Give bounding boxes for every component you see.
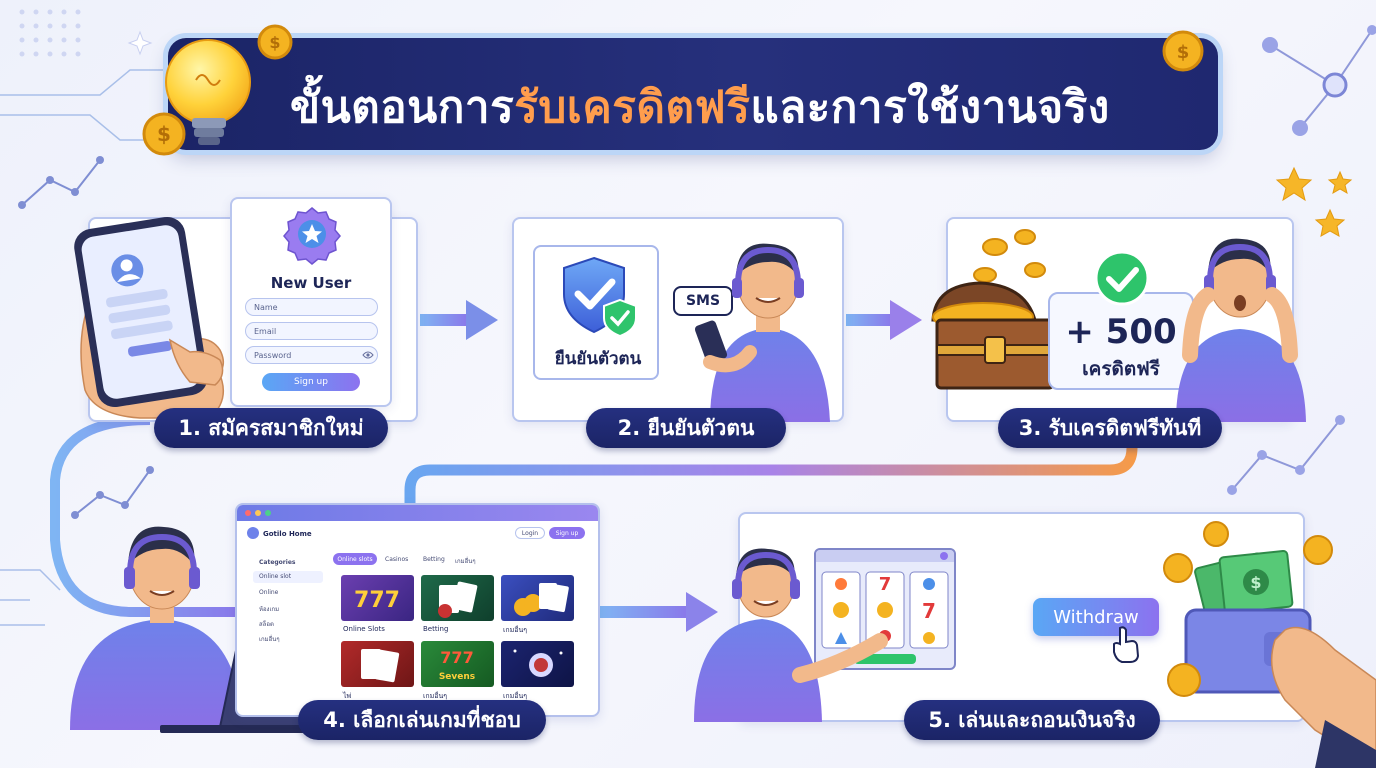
minimize-dot[interactable] xyxy=(255,510,261,516)
hand-cursor-icon xyxy=(1113,626,1140,663)
sidebar-item[interactable]: ห้องเกม xyxy=(259,606,280,613)
close-dot[interactable] xyxy=(245,510,251,516)
step1-label: 1. สมัครสมาชิกใหม่ xyxy=(154,408,388,448)
shield-check-icon xyxy=(563,256,637,338)
maximize-dot[interactable] xyxy=(265,510,271,516)
website-browser: Gotilo Home Login Sign up Categories Onl… xyxy=(235,503,600,717)
sidebar-item[interactable]: สล็อต xyxy=(259,621,274,628)
hand-holding-wallet xyxy=(1270,626,1376,768)
curve-step1-loop xyxy=(50,415,240,617)
credit-label: เครดิตฟรี xyxy=(1082,358,1160,380)
title-suffix: และการใช้งานจริง xyxy=(750,82,1110,133)
title-prefix: ขั้นตอนการ xyxy=(290,82,515,133)
site-signup-button[interactable]: Sign up xyxy=(549,527,585,539)
sms-bubble: SMS xyxy=(673,286,733,316)
site-logo-icon xyxy=(247,527,259,539)
tab-online-slots[interactable]: Online slots xyxy=(333,553,377,565)
svg-text:777: 777 xyxy=(354,588,400,613)
password-field[interactable]: Password xyxy=(245,346,378,364)
game-thumb-slots[interactable]: 777 xyxy=(341,575,414,621)
tab-other[interactable]: เกมอื่นๆ xyxy=(455,558,476,565)
game-thumb-betting[interactable] xyxy=(421,575,494,621)
trend-line-left xyxy=(21,159,151,516)
phone-screen-content xyxy=(106,254,173,357)
step4-label: 4. เลือกเล่นเกมที่ชอบ xyxy=(298,700,546,740)
title-banner xyxy=(168,38,1218,150)
game-label: เกมอื่นๆ xyxy=(503,692,527,700)
coin-icon: $ xyxy=(1162,30,1204,72)
game-thumb-sevens-title: Sevens xyxy=(439,672,475,682)
sidebar-item[interactable]: Online slot xyxy=(253,571,323,583)
sidebar-heading: Categories xyxy=(259,559,296,566)
slot-reels: 7 7 xyxy=(821,571,949,664)
sidebar-item[interactable]: Online xyxy=(259,589,279,596)
circuit-lines-left xyxy=(0,69,165,626)
coin-icon: $ xyxy=(257,24,293,60)
tab-casinos[interactable]: Casinos xyxy=(385,556,409,563)
dot-grid xyxy=(19,9,81,57)
eye-icon[interactable] xyxy=(362,350,374,360)
signup-button[interactable]: Sign up xyxy=(262,373,360,391)
step5-label: 5. เล่นและถอนเงินจริง xyxy=(904,700,1160,740)
step2-label: 2. ยืนยันตัวตน xyxy=(586,408,786,448)
arrow-step1-to-step2 xyxy=(420,300,498,340)
game-label: Betting xyxy=(423,625,449,633)
game-label: เกมอื่นๆ xyxy=(503,626,527,634)
treasure-chest-icon xyxy=(931,229,1055,390)
excited-person xyxy=(1176,238,1306,422)
curve-step3-to-step4 xyxy=(404,442,1138,511)
tab-betting[interactable]: Betting xyxy=(423,556,445,563)
game-thumb-cards[interactable] xyxy=(341,641,414,687)
game-thumb-other[interactable] xyxy=(501,575,574,621)
step3-label: 3. รับเครดิตฟรีทันที xyxy=(998,408,1222,448)
title-highlight: รับเครดิตฟรี xyxy=(514,82,751,133)
svg-text:$: $ xyxy=(1250,573,1261,592)
verify-shield-text: ยืนยันตัวตน xyxy=(554,349,642,369)
person-with-headphones xyxy=(694,243,830,422)
coin-icon: $ xyxy=(142,112,186,156)
pointing-finger xyxy=(168,338,224,386)
withdraw-button[interactable]: Withdraw xyxy=(1033,598,1159,636)
page-title: ขั้นตอนการรับเครดิตฟรีและการใช้งานจริง xyxy=(290,72,1190,142)
name-field[interactable]: Name xyxy=(245,298,378,316)
site-logo: Gotilo Home xyxy=(263,530,312,538)
svg-text:777: 777 xyxy=(440,648,473,667)
email-field[interactable]: Email xyxy=(245,322,378,340)
game-label: ไพ่ xyxy=(343,692,352,700)
person-playing-slot xyxy=(694,548,888,722)
slot-close-dot[interactable] xyxy=(940,552,948,560)
check-circle-icon xyxy=(1094,250,1150,306)
login-button[interactable]: Login xyxy=(515,527,545,539)
sidebar-item[interactable]: เกมอื่นๆ xyxy=(259,636,280,643)
svg-text:$: $ xyxy=(157,122,171,146)
lightbulb-icon xyxy=(165,39,251,145)
svg-text:$: $ xyxy=(269,33,280,52)
game-thumb-moon[interactable] xyxy=(501,641,574,687)
game-label: Online Slots xyxy=(343,625,385,633)
badge-star-icon xyxy=(283,207,341,265)
credit-amount: + 500 xyxy=(1065,312,1177,352)
signup-form-title: New User xyxy=(270,274,352,292)
star-icons xyxy=(1275,166,1353,237)
game-label: เกมอื่นๆ xyxy=(423,692,447,700)
svg-text:$: $ xyxy=(1177,42,1190,63)
arrow-step4-to-step5 xyxy=(600,592,718,632)
arrow-step2-to-step3 xyxy=(846,300,922,340)
slot-reel-seven: 7 xyxy=(922,599,936,623)
slot-reel-seven: 7 xyxy=(879,574,892,595)
